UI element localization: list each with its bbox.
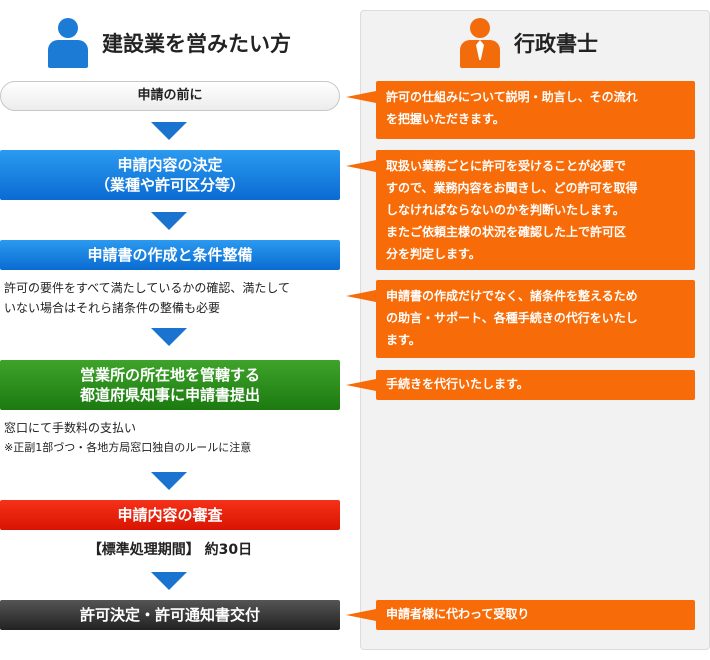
person-icon [48,18,88,68]
advice-bubble: 許可の仕組みについて説明・助言し、その流れ を把握いただきます。 [346,81,695,139]
step-label-line1: 営業所の所在地を管轄する [79,366,260,384]
step-label: 申請書の作成と条件整備 [87,246,253,264]
applicant-header: 建設業を営みたい方 [48,18,291,68]
step-label-line1: 申請内容の決定 [117,156,223,174]
bubble-line: 申請書の作成だけでなく、諸条件を整えるため [386,289,638,303]
bubble-line: 手続きを代行いたします。 [386,377,529,391]
applicant-title: 建設業を営みたい方 [102,32,291,56]
support-bubble: 申請書の作成だけでなく、諸条件を整えるため の助言・サポート、各種手続きの代行を… [346,280,695,358]
step-decide-content: 申請内容の決定 （業種や許可区分等） [0,150,340,200]
bubble-line: 分を判定します。 [386,247,481,261]
fee-caution: ※正副1部づつ・各地方局窓口独自のルールに注意 [4,441,252,454]
step-review: 申請内容の審査 [0,500,340,530]
bubble-line: すので、業務内容をお聞きし、どの許可を取得 [386,181,638,195]
bubble-line: を把握いただきます。 [386,112,505,126]
bubble-line: 取扱い業務ごとに許可を受けることが必要で [386,159,627,173]
processing-period: 【標準処理期間】 約30日 [87,542,253,558]
bubble-line: の助言・サポート、各種手続きの代行をいたし [386,311,638,325]
step-label: 許可決定・許可通知書交付 [79,606,260,624]
bubble-line: ます。 [386,333,421,347]
receipt-bubble: 申請者様に代わって受取り [346,600,695,630]
down-arrow-icon [151,212,187,230]
step-before-application: 申請の前に [0,81,340,111]
down-arrow-icon [151,122,187,140]
step-label-line2: 都道府県知事に申請書提出 [79,386,260,404]
bubble-line: 申請者様に代わって受取り [386,607,530,621]
down-arrow-icon [151,472,187,490]
fee-note: 窓口にて手数料の支払い [4,421,137,435]
note-line: 許可の要件をすべて満たしているかの確認、満たして [4,281,290,295]
judgement-bubble: 取扱い業務ごとに許可を受けることが必要で すので、業務内容をお聞きし、どの許可を… [346,150,695,270]
businessman-icon [460,18,500,68]
bubble-line: またご依頼主様の状況を確認した上で許可区 [386,225,627,239]
down-arrow-icon [151,328,187,346]
step-permit-issued: 許可決定・許可通知書交付 [0,600,340,630]
step-label: 申請内容の審査 [117,506,223,524]
scrivener-title: 行政書士 [514,32,598,56]
down-arrow-icon [151,572,187,590]
bubble-line: しなければならないのかを判断いたします。 [386,203,625,217]
scrivener-header: 行政書士 [460,18,598,68]
proxy-bubble: 手続きを代行いたします。 [346,370,695,400]
step-label: 申請の前に [137,88,203,103]
note-line: いない場合はそれら諸条件の整備も必要 [4,301,221,315]
step-submit-application: 営業所の所在地を管轄する 都道府県知事に申請書提出 [0,360,340,410]
step-label-line2: （業種や許可区分等） [94,176,245,194]
requirements-note: 許可の要件をすべて満たしているかの確認、満たして いない場合はそれら諸条件の整備… [4,278,344,318]
bubble-line: 許可の仕組みについて説明・助言し、その流れ [386,90,638,104]
step-create-documents: 申請書の作成と条件整備 [0,240,340,270]
